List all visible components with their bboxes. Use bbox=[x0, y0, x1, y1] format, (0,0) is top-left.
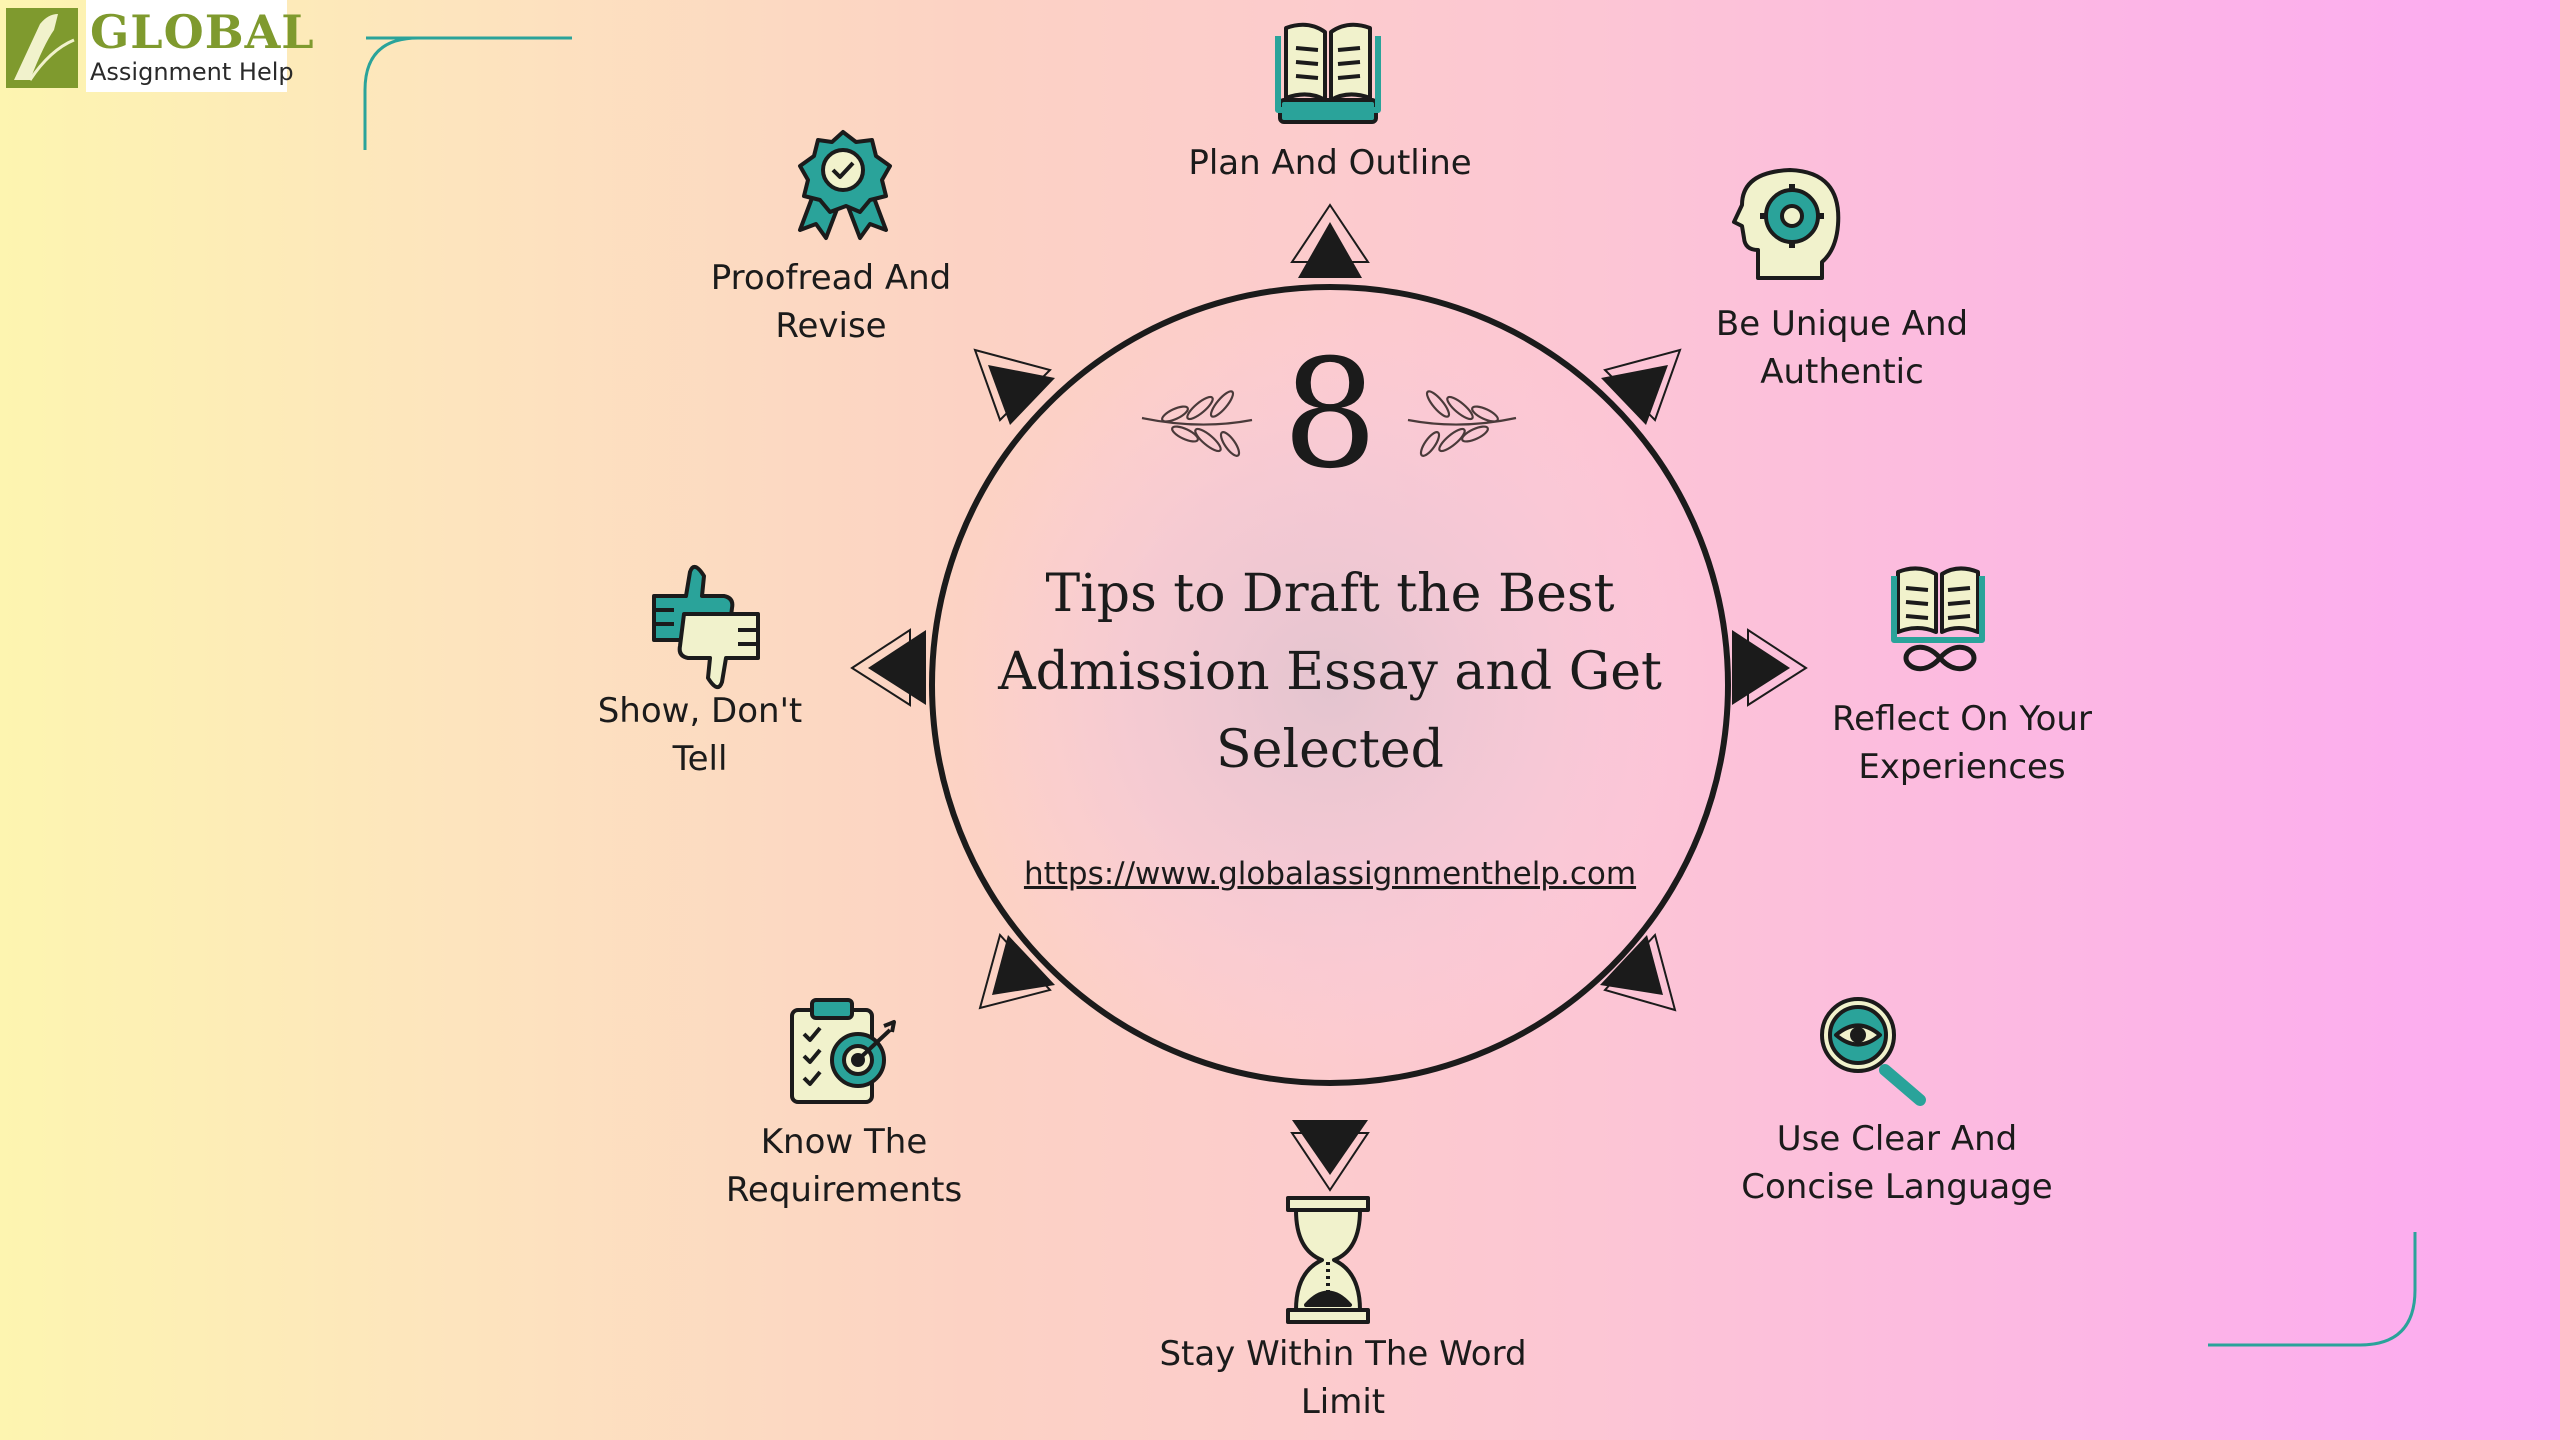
tip-clear-language: Use Clear And Concise Language bbox=[1667, 1115, 2127, 1211]
tip-label-line: Reflect On Your bbox=[1832, 699, 2092, 739]
logo-subtitle: Assignment Help bbox=[90, 58, 294, 86]
laurel-left-icon bbox=[1141, 390, 1253, 457]
tip-label-line: Be Unique And bbox=[1715, 304, 1969, 344]
award-badge-icon bbox=[798, 130, 892, 240]
tip-label-line: Plan And Outline bbox=[1188, 143, 1472, 183]
tip-label-line: Tell bbox=[672, 739, 728, 779]
tip-show-dont-tell: Show, Don't Tell bbox=[470, 687, 930, 783]
head-gear-icon bbox=[1732, 168, 1841, 280]
arrow-bottom-right bbox=[1600, 932, 1677, 1012]
arrow-top-right bbox=[1601, 348, 1682, 425]
tip-label-line: Stay Within The Word bbox=[1159, 1334, 1527, 1374]
tip-label-line: Experiences bbox=[1858, 747, 2066, 787]
corner-bracket-top-left bbox=[363, 36, 419, 150]
hourglass-icon bbox=[1286, 1196, 1370, 1324]
website-link[interactable]: https://www.globalassignmenthelp.com bbox=[1023, 856, 1637, 892]
tip-label-line: Concise Language bbox=[1741, 1167, 2053, 1207]
center-glow bbox=[950, 308, 1710, 1068]
arrow-top bbox=[1290, 203, 1370, 278]
tip-label-line: Proofread And bbox=[710, 258, 952, 298]
tip-know-requirements: Know The Requirements bbox=[614, 1118, 1074, 1214]
tip-count: 8 bbox=[1282, 328, 1378, 502]
laurel-right-icon bbox=[1407, 390, 1517, 457]
tip-label-line: Limit bbox=[1300, 1382, 1386, 1422]
tip-label-line: Authentic bbox=[1760, 352, 1924, 392]
corner-bracket-bottom-right bbox=[2208, 1232, 2417, 1347]
tip-label-line: Know The bbox=[760, 1122, 928, 1162]
book-infinity-icon bbox=[1891, 566, 1985, 672]
tip-label-line: Show, Don't bbox=[597, 691, 803, 731]
title-line: Tips to Draft the Best bbox=[1045, 564, 1615, 624]
tip-label-line: Requirements bbox=[725, 1170, 963, 1210]
title-line: Admission Essay and Get bbox=[998, 642, 1662, 702]
tip-proofread: Proofread And Revise bbox=[601, 254, 1061, 350]
tip-word-limit: Stay Within The Word Limit bbox=[1113, 1330, 1573, 1426]
tip-reflect: Reflect On Your Experiences bbox=[1732, 695, 2192, 791]
tip-plan-and-outline: Plan And Outline bbox=[1100, 139, 1560, 187]
infographic-title: Tips to Draft the Best Admission Essay a… bbox=[980, 555, 1680, 789]
center-circle bbox=[929, 284, 1731, 1086]
tip-label-line: Revise bbox=[775, 306, 887, 346]
open-book-icon bbox=[1275, 22, 1381, 124]
title-line: Selected bbox=[1216, 720, 1444, 780]
logo-wordmark: GLOBAL bbox=[90, 5, 315, 59]
tip-be-unique: Be Unique And Authentic bbox=[1612, 300, 2072, 396]
thumbs-up-down-icon bbox=[652, 564, 760, 690]
arrow-left bbox=[850, 628, 926, 707]
tip-label-line: Use Clear And bbox=[1776, 1119, 2018, 1159]
arrow-bottom-left bbox=[978, 932, 1055, 1010]
arrow-top-left bbox=[973, 348, 1055, 425]
clipboard-target-icon bbox=[790, 998, 896, 1104]
logo-emblem-icon bbox=[6, 8, 78, 88]
arrow-right bbox=[1732, 628, 1808, 707]
arrow-bottom bbox=[1290, 1120, 1370, 1192]
brand-logo[interactable]: GLOBAL Assignment Help bbox=[0, 0, 314, 92]
logo-plate bbox=[86, 0, 287, 92]
magnifier-eye-icon bbox=[1820, 997, 1926, 1106]
